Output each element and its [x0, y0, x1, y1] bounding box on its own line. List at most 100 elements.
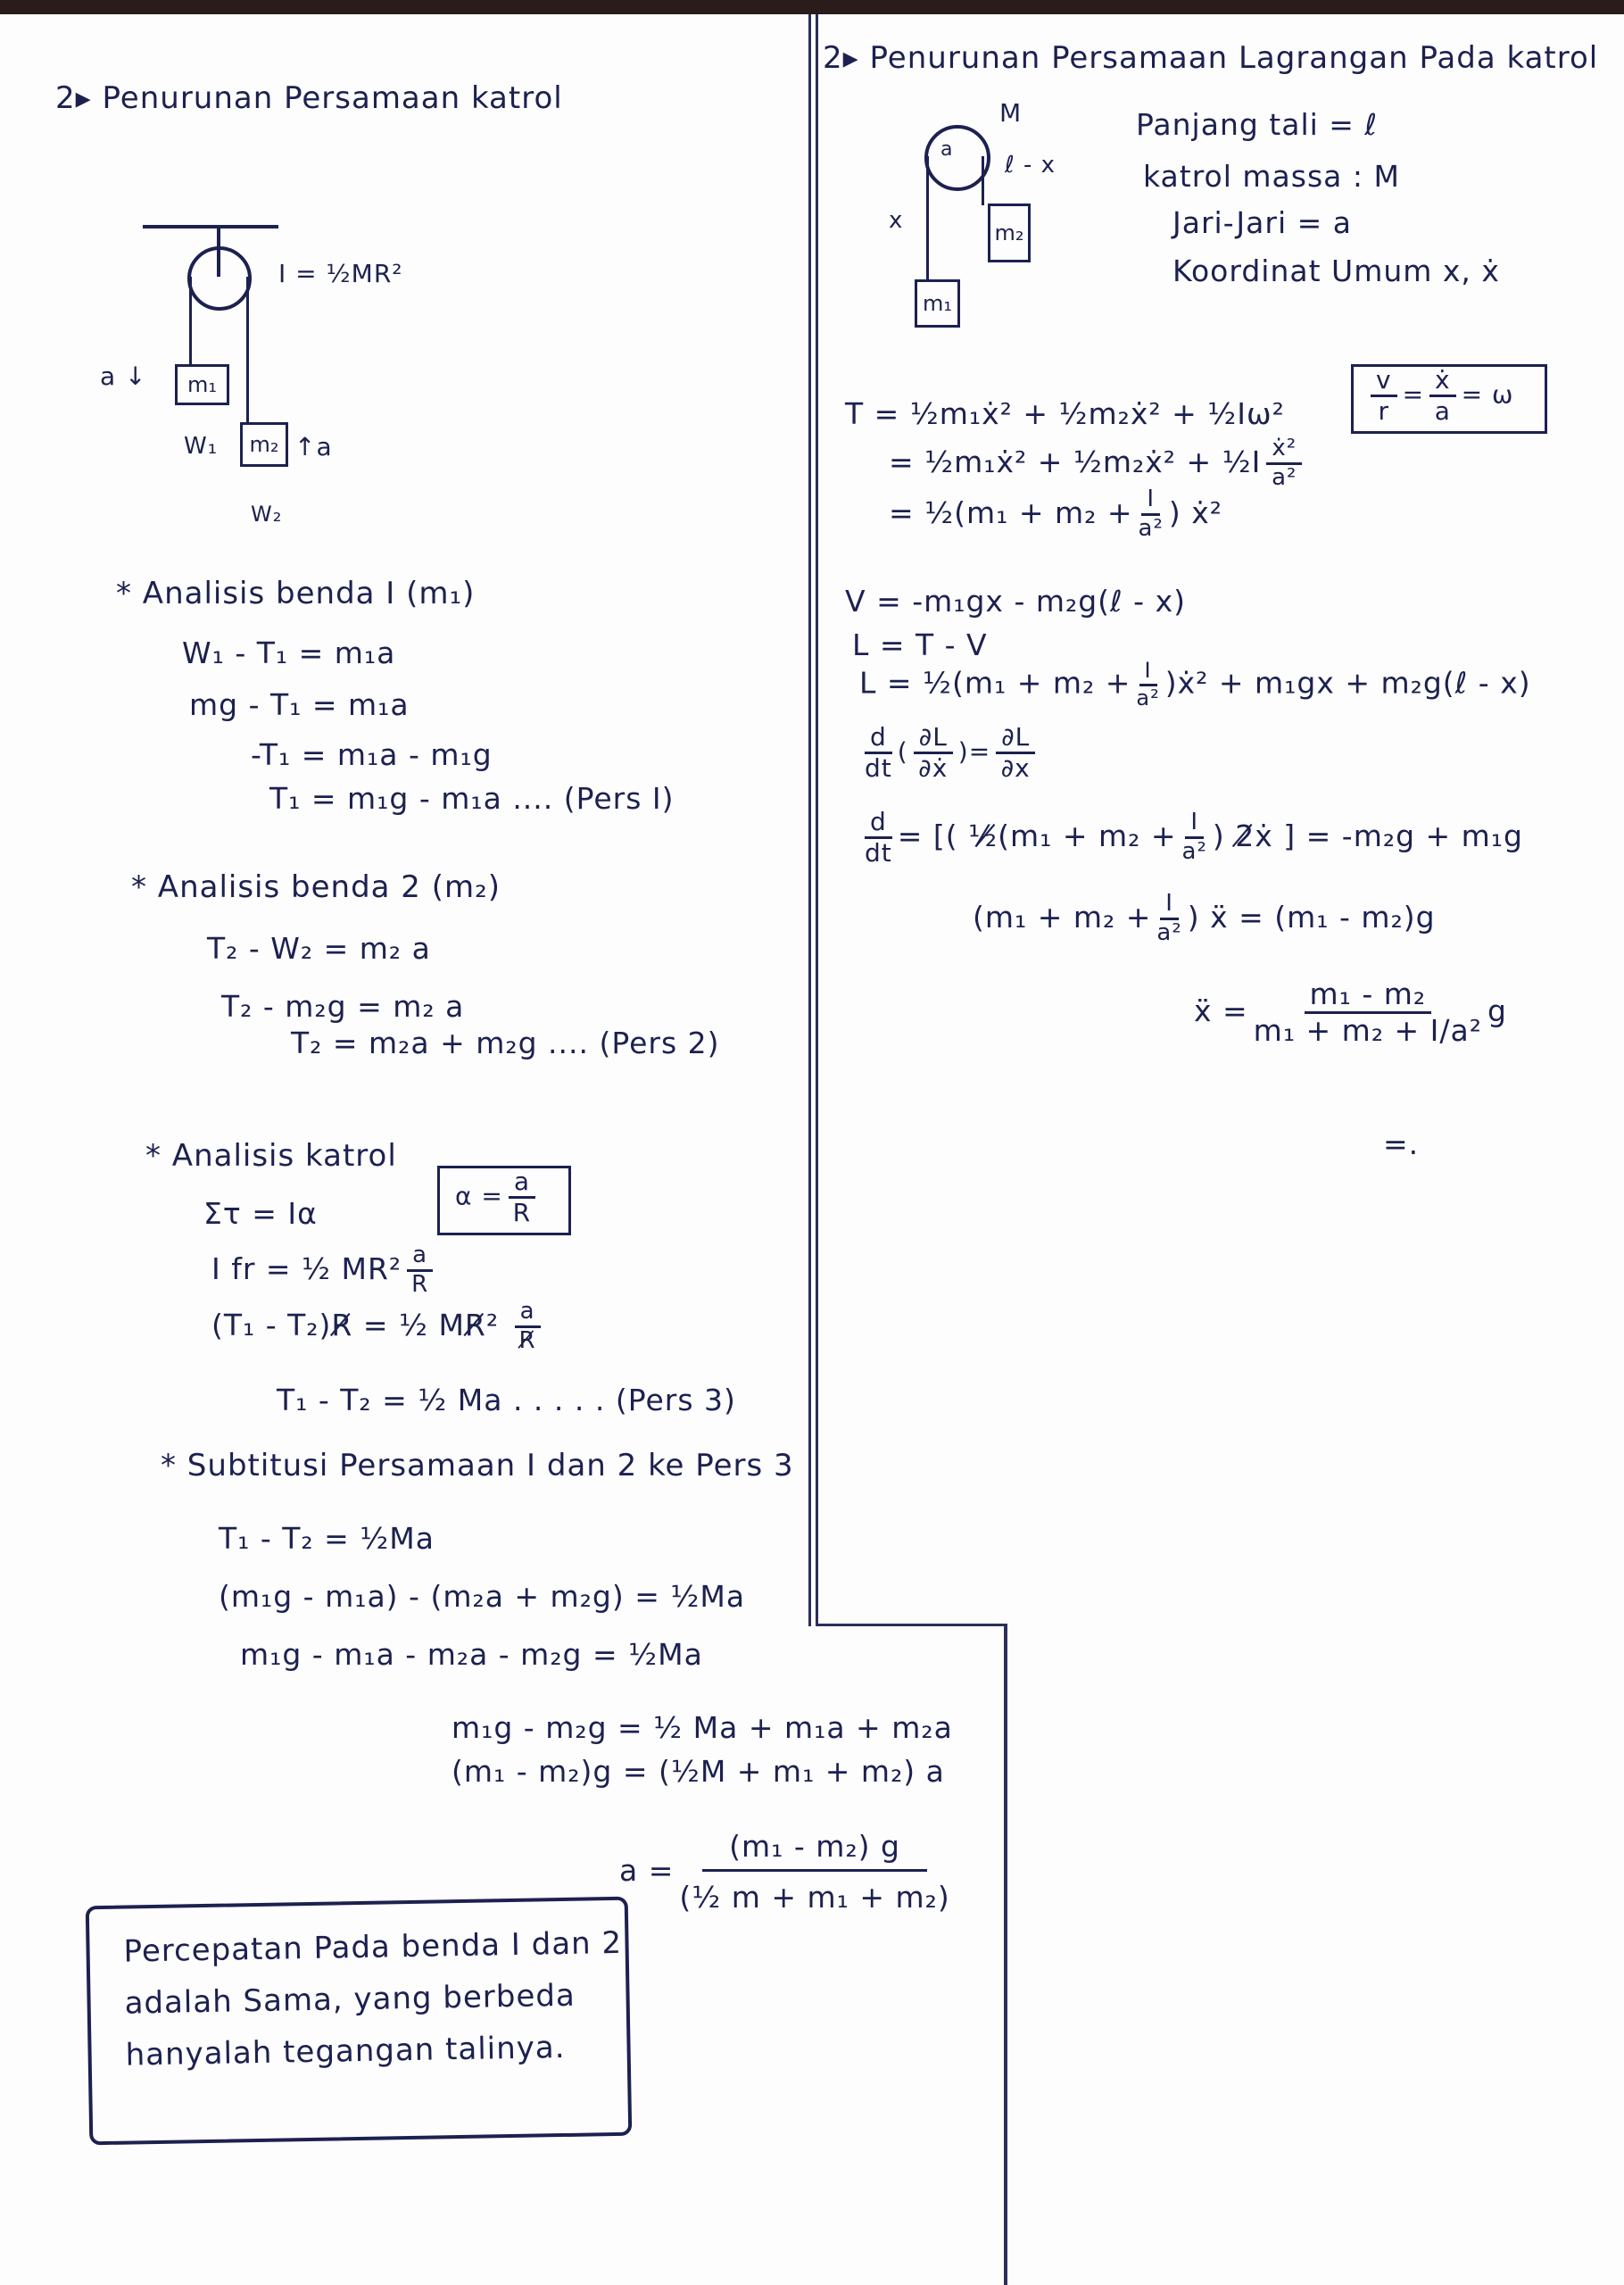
acceleration-result: a =(m₁ - m₂) g(½ m + m₁ + m₂) [619, 1830, 956, 1915]
section4-heading: * Subtitusi Persamaan I dan 2 ke Pers 3 [161, 1448, 794, 1483]
alpha-box [437, 1166, 571, 1235]
potential-energy: V = -m₁gx - m₂g(ℓ - x) [845, 584, 1186, 619]
rhs: ) ẍ = (m₁ - m₂)g [1187, 899, 1436, 935]
equation: Στ = Iα [203, 1196, 318, 1231]
num: m₁ - m₂ [1304, 977, 1432, 1014]
pulley [187, 246, 252, 311]
lhs: a = [619, 1852, 675, 1888]
divider-horizontal [816, 1624, 1007, 1626]
divider-vertical-top [808, 14, 811, 1626]
equals: = [1402, 379, 1425, 410]
photo-edge [0, 0, 1624, 14]
num: a [514, 1298, 541, 1328]
den: a² [1136, 685, 1160, 710]
den: dt [865, 753, 892, 784]
rope-left [189, 277, 192, 366]
equation: (m₁g - m₁a) - (m₂a + m₂g) = ½Ma [219, 1579, 746, 1614]
info-line: Koordinat Umum x, ẋ [1172, 253, 1500, 288]
end-mark: =. [1383, 1126, 1420, 1161]
section1-heading: * Analisis benda I (m₁) [116, 576, 476, 611]
den: R̸ [518, 1326, 536, 1354]
den: a² [1138, 514, 1164, 542]
equals: = [968, 736, 991, 767]
weight-w1: W₁ [184, 433, 219, 460]
num: d [865, 722, 892, 755]
rhs: ) 2̸ẋ ] = -m₂g + m₁g [1212, 818, 1523, 854]
num: ẋ [1429, 365, 1456, 398]
left-title: 2▸ Penurunan Persamaan katrol [55, 80, 563, 116]
rhs: g [1487, 993, 1507, 1028]
equation: T₁ = m₁g - m₁a .... (Pers I) [269, 781, 675, 816]
mass-m1: m₁ [175, 364, 229, 405]
inertia-label: I = ½MR² [278, 259, 403, 288]
lhs: (T₁ - T₂)R̸ = ½ MR̸² [211, 1307, 510, 1342]
rope-length-label: ℓ - x [1005, 152, 1056, 179]
den: R [411, 1270, 429, 1298]
mass-m2: m₂ [240, 422, 288, 467]
lagrangian-def: L = T - V [852, 627, 988, 662]
kinetic-energy-1: T = ½m₁ẋ² + ½m₂ẋ² + ½Iω² [845, 396, 1285, 431]
acceleration-label: a ↓ [100, 361, 147, 391]
num: ∂L [996, 722, 1036, 755]
lhs: = ½m₁ẋ² + ½m₂ẋ² + ½I [889, 444, 1262, 479]
equation: T₁ - T₂ = ½ Ma . . . . . (Pers 3) [277, 1383, 736, 1417]
section3-heading: * Analisis katrol [145, 1138, 397, 1174]
pulley [924, 125, 990, 191]
tension-a-label: ↑a [294, 432, 333, 461]
info-line: katrol massa : M [1143, 159, 1400, 194]
alpha-lhs: α = [455, 1181, 503, 1211]
rhs: ) ẋ² [1168, 494, 1223, 530]
equation: m₁g - m₂g = ½ Ma + m₁a + m₂a [452, 1710, 953, 1745]
lhs: L = ½(m₁ + m₂ + [859, 665, 1131, 701]
den: a² [1156, 918, 1182, 946]
note-line: hanyalah tegangan talinya. [125, 2030, 566, 2073]
equation: mg - T₁ = m₁a [189, 687, 410, 722]
den: ∂ẋ [918, 753, 949, 784]
den: a² [1181, 838, 1207, 866]
rope-right [246, 277, 249, 424]
num: I [1141, 486, 1161, 516]
den: a [1434, 396, 1451, 427]
right-title: 2▸ Penurunan Persamaan Lagrangan Pada ka… [823, 40, 1599, 76]
note-line: Percepatan Pada benda I dan 2 [123, 1924, 623, 1970]
num: ∂L [913, 722, 953, 755]
omega-box [1351, 364, 1547, 434]
rope-left [926, 156, 929, 281]
divider-vertical-bottom [1004, 1624, 1007, 2285]
den: R [512, 1198, 532, 1228]
num: I [1160, 890, 1179, 920]
num: I [1185, 809, 1205, 840]
tail: = ω [1461, 379, 1514, 410]
den: dt [865, 838, 892, 868]
den: r [1378, 396, 1390, 427]
weight-w2: W₂ [251, 502, 283, 527]
lhs: I fr = ½ MR² [211, 1251, 402, 1286]
num: I [1139, 658, 1157, 686]
num: a [407, 1242, 434, 1272]
equation: m₁g - m₁a - m₂a - m₂g = ½Ma [240, 1637, 703, 1672]
den: (½ m + m₁ + m₂) [679, 1879, 950, 1915]
mass-label-M: M [999, 98, 1023, 128]
mid: = [( ½̸(m₁ + m₂ + [897, 818, 1177, 854]
equation: -T₁ = m₁a - m₁g [251, 737, 493, 772]
den: ∂x [1000, 753, 1031, 784]
num: ẋ² [1266, 435, 1303, 465]
ceiling [143, 225, 278, 228]
x-label: x [889, 207, 904, 234]
equation: T₂ - W₂ = m₂ a [207, 931, 431, 966]
lhs: (m₁ + m₂ + [973, 899, 1152, 935]
rhs: )ẋ² + m₁gx + m₂g(ℓ - x) [1164, 665, 1531, 701]
radius-label: a [940, 138, 954, 161]
lhs: ẍ = [1194, 993, 1248, 1028]
info-line: Panjang tali = ℓ [1136, 107, 1379, 142]
